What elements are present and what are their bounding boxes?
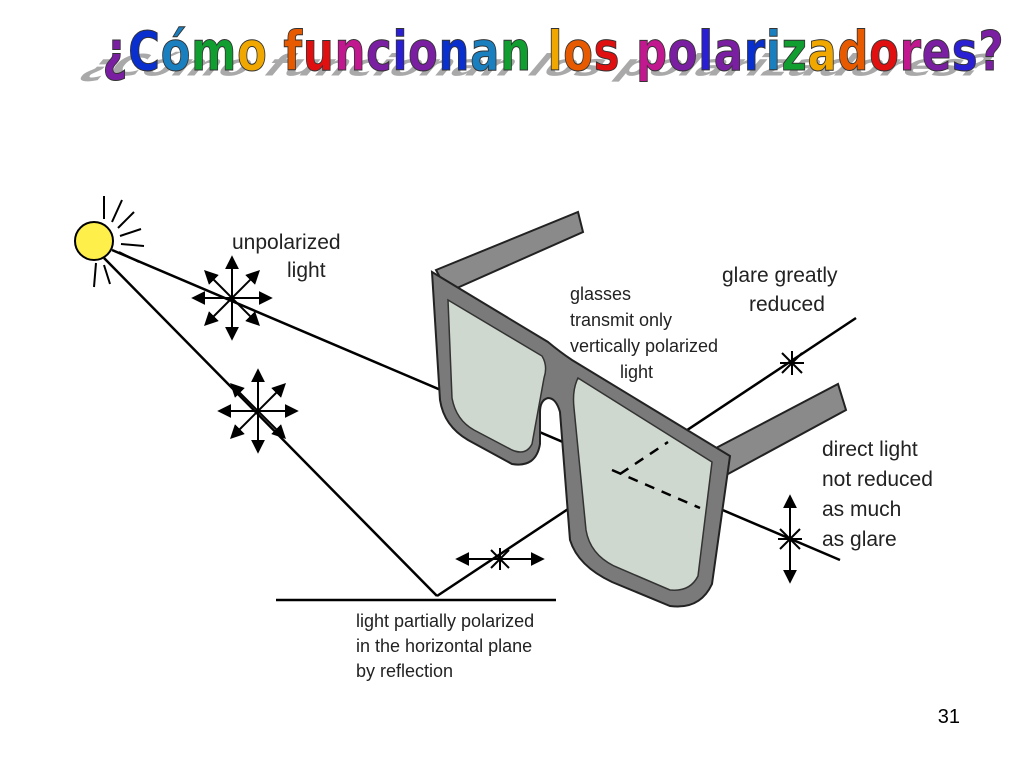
label-glasses: glasses transmit only vertically polariz… xyxy=(570,284,718,382)
lens-right xyxy=(572,376,713,591)
title-letter: a xyxy=(713,20,744,84)
sunglasses-icon xyxy=(430,210,848,608)
svg-text:light: light xyxy=(287,259,326,282)
title-letter: o xyxy=(408,20,439,84)
slide-title: ¿Cómo funcionan los polarizadores? ¿Cómo… xyxy=(0,18,1024,118)
title-letter: o xyxy=(563,20,594,84)
title-letter: u xyxy=(303,20,335,84)
svg-text:unpolarized: unpolarized xyxy=(232,231,341,254)
title-letter: o xyxy=(667,20,699,84)
title-letter: n xyxy=(500,20,532,84)
title-letter: ? xyxy=(978,20,1005,84)
svg-text:transmit only: transmit only xyxy=(570,310,672,330)
lens-left xyxy=(447,298,547,453)
title-letter: l xyxy=(698,20,714,84)
title-letter: n xyxy=(438,20,471,84)
title-letter: a xyxy=(807,20,838,84)
svg-text:as much: as much xyxy=(822,498,901,521)
title-text: ¿Cómo funcionan los polarizadores? xyxy=(102,20,1004,84)
label-glare: glare greatly reduced xyxy=(722,264,838,316)
title-letter: r xyxy=(899,20,922,84)
title-letter: r xyxy=(743,20,766,84)
svg-text:reduced: reduced xyxy=(749,293,825,316)
svg-text:not reduced: not reduced xyxy=(822,468,933,491)
svg-text:light partially polarized: light partially polarized xyxy=(356,611,534,631)
title-letter: d xyxy=(837,20,870,84)
svg-text:vertically polarized: vertically polarized xyxy=(570,336,718,356)
title-letter: n xyxy=(334,20,367,84)
title-letter: ó xyxy=(160,20,192,84)
label-unpolarized: unpolarized light xyxy=(232,231,341,282)
ray-to-ground xyxy=(103,257,438,597)
title-letter: p xyxy=(636,20,668,84)
title-letter: C xyxy=(128,20,161,84)
svg-text:as glare: as glare xyxy=(822,528,897,551)
title-letter: e xyxy=(921,20,952,84)
label-reflection: light partially polarized in the horizon… xyxy=(356,611,534,681)
title-letter: f xyxy=(283,20,304,84)
svg-text:glare greatly: glare greatly xyxy=(722,264,838,287)
title-letter: i xyxy=(392,20,409,84)
title-letter: c xyxy=(366,20,393,84)
title-letter: o xyxy=(237,20,268,84)
svg-text:by reflection: by reflection xyxy=(356,661,453,681)
title-letter: a xyxy=(470,20,501,84)
sun-icon xyxy=(74,196,145,288)
title-letter: s xyxy=(951,20,979,84)
page-number: 31 xyxy=(937,706,960,728)
svg-text:light: light xyxy=(620,362,653,382)
title-letter: ¿ xyxy=(102,20,129,84)
svg-text:glasses: glasses xyxy=(570,284,631,304)
title-letter: m xyxy=(191,20,238,84)
title-letter: l xyxy=(547,20,564,84)
label-direct: direct light not reduced as much as glar… xyxy=(822,438,933,551)
svg-text:direct light: direct light xyxy=(822,438,918,461)
title-letter: i xyxy=(765,20,782,84)
polarization-star-icon xyxy=(191,255,804,584)
svg-text:in the horizontal plane: in the horizontal plane xyxy=(356,636,532,656)
title-letter: s xyxy=(593,20,621,84)
title-letter: z xyxy=(781,20,808,84)
title-letter: o xyxy=(869,20,900,84)
